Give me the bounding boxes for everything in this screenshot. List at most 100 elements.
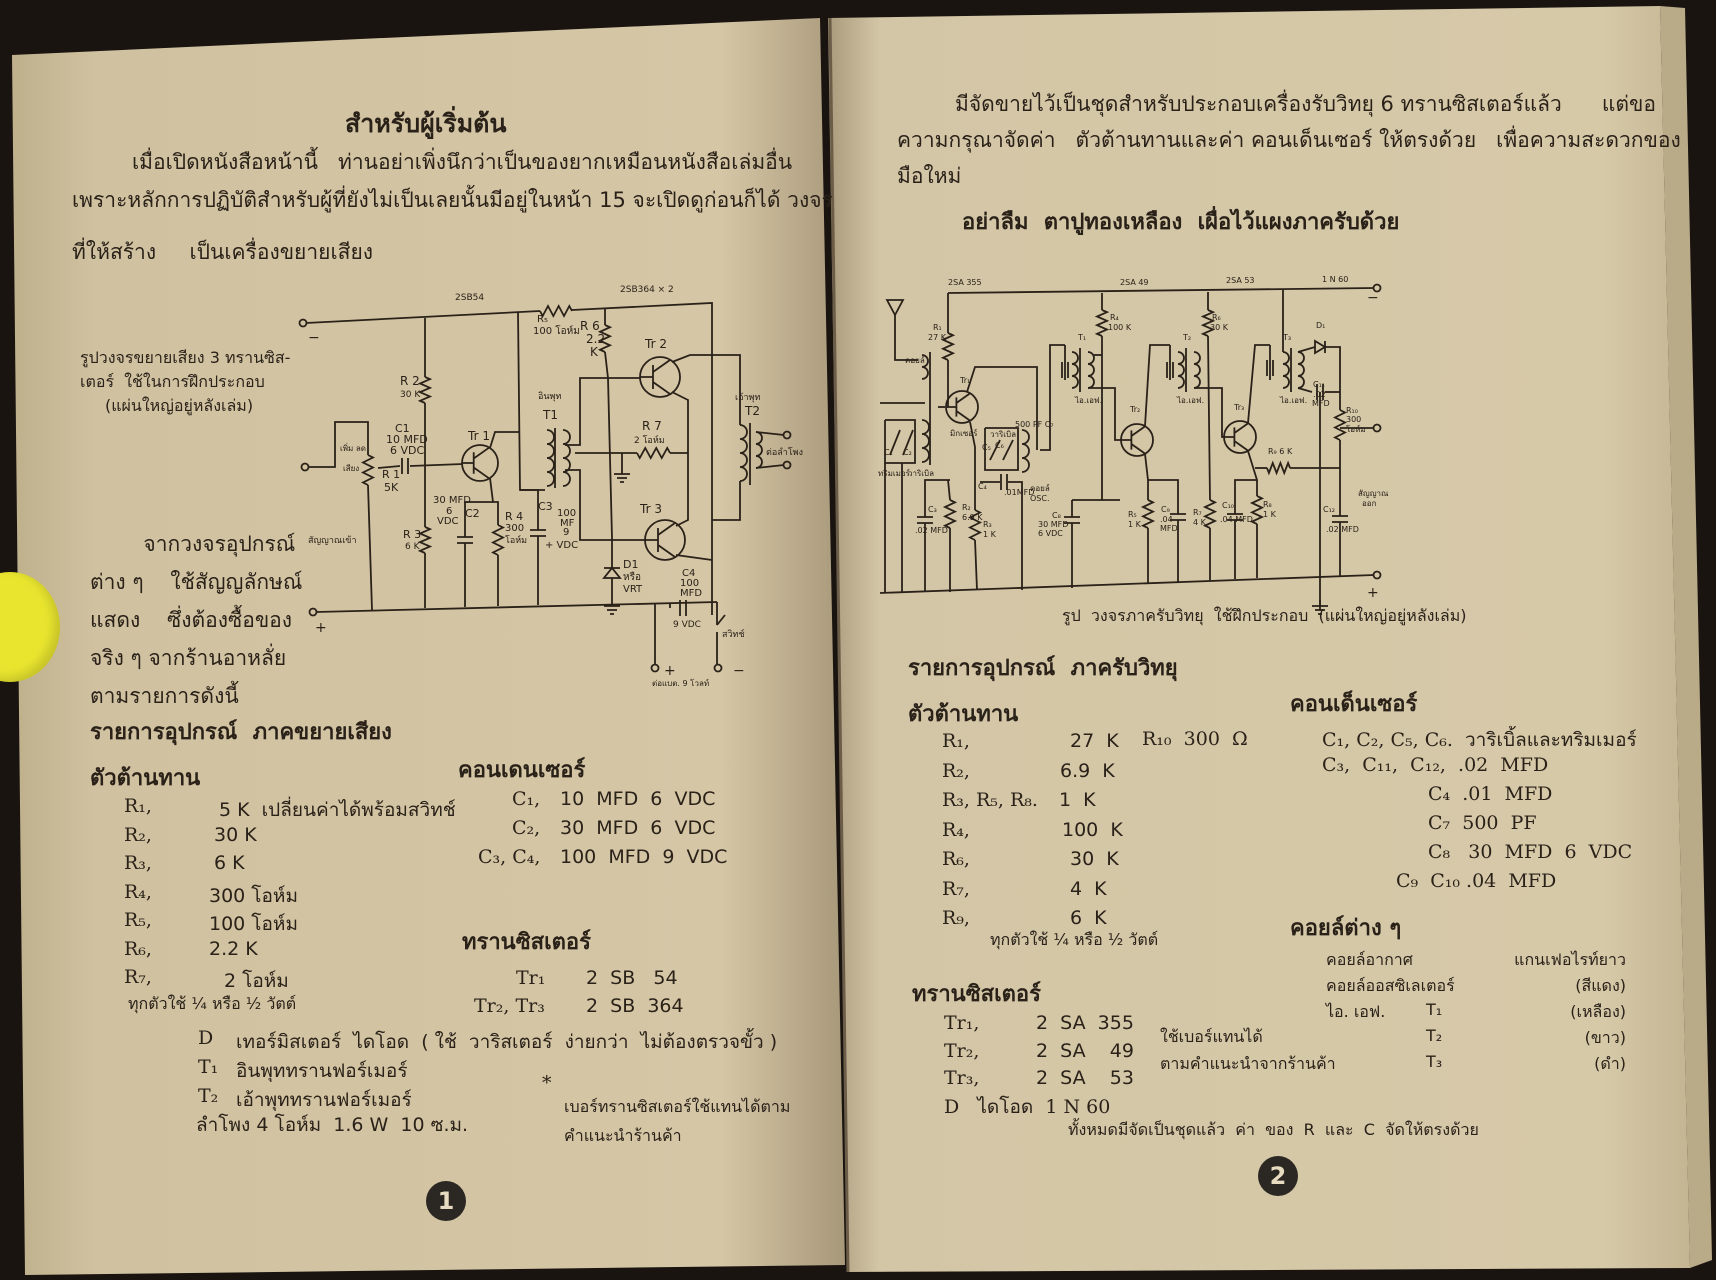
reminder: อย่าลืม ตาปูทองเหลือง เผื่อไว้แผงภาครับด… bbox=[962, 210, 1400, 235]
side-note-line: ตามรายการดังนี้ bbox=[90, 684, 239, 708]
part-id: T₁ bbox=[198, 1056, 219, 1078]
kit-note: ทั้งหมดมีจัดเป็นชุดแล้ว ค่า ของ R และ C … bbox=[1068, 1120, 1479, 1139]
coil-color: (เหลือง) bbox=[1570, 1002, 1626, 1021]
transistors-heading: ทรานซิสเตอร์ bbox=[912, 982, 1041, 1007]
part-row: R₆,2.2 K bbox=[124, 938, 258, 960]
footnote-line: คำแนะนำร้านค้า bbox=[564, 1126, 682, 1145]
part-row: R₁,5 K เปลี่ยนค่าได้พร้อมสวิทช์ bbox=[124, 795, 456, 821]
part-value: 2 SA 355 bbox=[1036, 1012, 1134, 1034]
resistors-heading: ตัวต้านทาน bbox=[908, 702, 1019, 727]
part-value: 300 Ω bbox=[1183, 728, 1248, 750]
part-row: R₉,6 K bbox=[942, 907, 1107, 929]
part-row: R₂, 6.9 K bbox=[942, 759, 1115, 782]
coil-color: (ดำ) bbox=[1594, 1054, 1626, 1073]
coil-color: แกนเฟอไรท์ยาว bbox=[1514, 950, 1626, 969]
coil-color: (สีแดง) bbox=[1575, 976, 1626, 995]
figure-caption: รูป วงจรภาครับวิทยุ ใช้ฝึกประกอบ (แผ่นให… bbox=[1062, 606, 1467, 625]
speaker-spec: ลำโพง 4 โอห์ม 1.6 W 10 ซ.ม. bbox=[196, 1114, 469, 1136]
resistors-note: ทุกตัวใช้ ¼ หรือ ½ วัตต์ bbox=[990, 930, 1159, 949]
part-row: R₆,30 K bbox=[942, 848, 1119, 870]
part-value: อินพุททรานฟอร์เมอร์ bbox=[236, 1060, 408, 1082]
coils-heading: คอยล์ต่าง ๆ bbox=[1290, 916, 1402, 941]
part-row: R₃, R₅, R₈. 1 K bbox=[942, 789, 1096, 811]
part-row: Tr₂, 2 SA 49 bbox=[944, 1039, 1134, 1062]
part-id: Tr₁, bbox=[944, 1012, 980, 1034]
side-note-line: จริง ๆ จากร้านอาหลั่ย bbox=[90, 646, 287, 670]
part-name: ไดโอด bbox=[977, 1096, 1034, 1118]
page-number-1: 1 bbox=[426, 1181, 466, 1221]
coil-row: คอยล์อากาศแกนเฟอไรท์ยาว bbox=[1326, 948, 1626, 973]
part-row: R₁, 27 K bbox=[942, 730, 1119, 752]
part-id: R₃, bbox=[124, 852, 152, 874]
part-value: 2 SA 49 bbox=[1036, 1039, 1134, 1062]
part-id: Tr₂, bbox=[944, 1039, 980, 1062]
part-id: T₂ bbox=[198, 1085, 219, 1107]
part-value: 2.2 K bbox=[209, 937, 258, 960]
part-value: เอ้าพุททรานฟอร์เมอร์ bbox=[236, 1089, 412, 1111]
part-value: 30 K bbox=[214, 823, 257, 846]
coil-id: T₁ bbox=[1426, 1000, 1443, 1019]
parts-title: รายการอุปกรณ์ ภาครับวิทยุ bbox=[908, 656, 1178, 681]
part-row: R₂,30 K bbox=[124, 824, 257, 846]
coil-id: T₃ bbox=[1426, 1052, 1443, 1071]
part-id: R₄, bbox=[942, 818, 970, 841]
part-row: C₇ 500 PF bbox=[1428, 812, 1537, 834]
part-value: 100 K bbox=[1062, 818, 1123, 841]
part-row: T₁ อินพุททรานฟอร์เมอร์ bbox=[198, 1056, 408, 1082]
part-id: C₄ .01 MFD bbox=[1428, 783, 1553, 805]
part-value: 1 K bbox=[1059, 789, 1096, 811]
part-id: C₃, C₁₁, C₁₂, .02 MFD bbox=[1322, 754, 1549, 776]
part-row: Tr₁, 2 SA 355 bbox=[944, 1012, 1134, 1034]
part-id: Tr₂, Tr₃ bbox=[474, 995, 545, 1017]
part-value: 2 โอห์ม bbox=[224, 970, 289, 992]
left-page-title: สำหรับผู้เริ่มต้น bbox=[345, 109, 507, 138]
part-value: 6.9 K bbox=[1060, 759, 1115, 782]
coil-id: T₂ bbox=[1426, 1026, 1443, 1045]
part-value: 100 MFD 9 VDC bbox=[560, 846, 728, 868]
part-id: C₉ C₁₀ .04 MFD bbox=[1396, 870, 1557, 892]
part-value: 27 K bbox=[1070, 730, 1119, 752]
figure-caption: (แผ่นใหญ่อยู่หลังเล่ม) bbox=[105, 396, 254, 415]
part-value: 5 K เปลี่ยนค่าได้พร้อมสวิทช์ bbox=[219, 799, 456, 821]
resistors-heading: ตัวต้านทาน bbox=[90, 766, 201, 791]
part-row: R₅, 100 โอห์ม bbox=[124, 909, 298, 935]
page-edges bbox=[1660, 6, 1712, 1268]
part-value: 6 K bbox=[1070, 907, 1107, 929]
side-note-line: จากวงจรอุปกรณ์ bbox=[90, 532, 296, 556]
intro-line: เมื่อเปิดหนังสือหน้านี้ ท่านอย่าเพิ่งนึก… bbox=[132, 150, 793, 174]
coil-color: (ขาว) bbox=[1584, 1028, 1626, 1047]
coil-name: คอยล์ออสซิเลเตอร์ bbox=[1326, 976, 1455, 995]
intro-line: มีจัดขายไว้เป็นชุดสำหรับประกอบเครื่องรับ… bbox=[955, 92, 1657, 116]
intro-line: ที่ให้สร้าง เป็นเครื่องขยายเสียง bbox=[72, 240, 374, 264]
part-row: T₂ เอ้าพุททรานฟอร์เมอร์ bbox=[198, 1085, 412, 1111]
right-page bbox=[828, 6, 1690, 1272]
page-number-2: 2 bbox=[1258, 1156, 1298, 1196]
part-row: C₂,30 MFD 6 VDC bbox=[512, 817, 715, 839]
part-id: C₁, C₂, C₅, C₆. วาริเบิ้ลและทริมเมอร์ bbox=[1322, 729, 1637, 751]
part-id: R₂, bbox=[942, 759, 970, 782]
part-id: R₁, bbox=[942, 730, 970, 752]
part-value: 2 SB 54 bbox=[586, 967, 678, 989]
part-row: R₇, 2 โอห์ม bbox=[124, 966, 289, 992]
part-row: R₄, 100 K bbox=[942, 818, 1123, 841]
resistors-note: ทุกตัวใช้ ¼ หรือ ½ วัตต์ bbox=[128, 994, 297, 1013]
part-id: R₅, bbox=[124, 909, 152, 931]
part-id: R₆, bbox=[942, 848, 970, 870]
part-id: R₇, bbox=[942, 877, 970, 900]
part-value: 100 โอห์ม bbox=[209, 913, 298, 935]
substitute-note: ใช้เบอร์แทนได้ bbox=[1160, 1027, 1263, 1046]
part-row: C₃, C₄,100 MFD 9 VDC bbox=[478, 846, 727, 868]
part-id: R₁₀ bbox=[1142, 728, 1172, 750]
side-note-line: แสดง ซึ่งต้องซื้อของ bbox=[90, 608, 293, 632]
r10-row: R₁₀ 300 Ω bbox=[1142, 728, 1248, 750]
part-id: R₄, bbox=[124, 880, 152, 903]
substitute-note: ตามคำแนะนำจากร้านค้า bbox=[1160, 1054, 1336, 1073]
part-id: R₇, bbox=[124, 966, 152, 988]
part-row: R₃,6 K bbox=[124, 852, 245, 874]
part-id: R₃, R₅, R₈. bbox=[942, 789, 1038, 811]
coil-row: ไอ. เอฟ.T₁(เหลือง) bbox=[1326, 1000, 1626, 1025]
transistors-heading: ทรานซิสเตอร์ bbox=[462, 930, 591, 955]
part-value: 10 MFD 6 VDC bbox=[560, 788, 716, 810]
